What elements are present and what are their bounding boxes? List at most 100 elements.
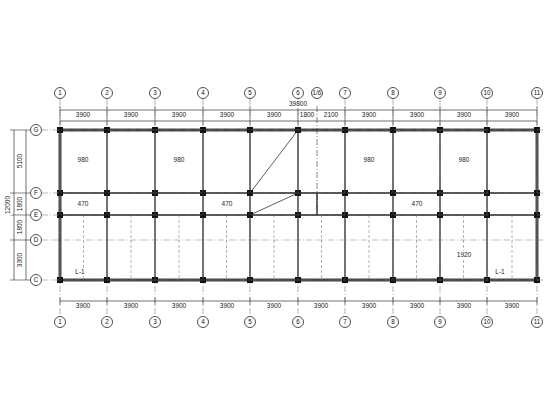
dimension: 1800 xyxy=(299,111,315,119)
axis-bubble: 2 xyxy=(101,316,113,328)
axis-label: 3 xyxy=(149,316,161,328)
axis-label: 6 xyxy=(292,87,304,99)
axis-line xyxy=(393,99,394,316)
axis-bubble: 3 xyxy=(149,87,161,99)
axis-label: 1 xyxy=(54,316,66,328)
dimension: 3900 xyxy=(361,111,377,119)
axis-line xyxy=(440,99,441,316)
axis-bubble: 4 xyxy=(197,316,209,328)
axis-label: 10 xyxy=(481,316,493,328)
dimension: 3900 xyxy=(75,111,91,119)
axis-bubble: 3 xyxy=(149,316,161,328)
plan-note: 980 xyxy=(77,156,90,164)
axis-label: 6 xyxy=(292,316,304,328)
dimension: 3900 xyxy=(123,111,139,119)
axis-label: D xyxy=(30,234,42,246)
axis-bubble: 5 xyxy=(244,316,256,328)
axis-bubble: 9 xyxy=(434,87,446,99)
axis-bubble: F xyxy=(30,187,42,199)
axis-label: 4 xyxy=(197,316,209,328)
dimension: 3900 xyxy=(171,302,187,310)
dimension: 3900 xyxy=(75,302,91,310)
axis-bubble: 2 xyxy=(101,87,113,99)
axis-bubble: 1 xyxy=(54,316,66,328)
plan-note: 470 xyxy=(221,200,234,208)
plan-note: 980 xyxy=(458,156,471,164)
walls-columns xyxy=(10,106,545,305)
axis-bubble: 10 xyxy=(481,87,493,99)
axis-bubble: 7 xyxy=(339,87,351,99)
axis-bubble: 5 xyxy=(244,87,256,99)
axis-line xyxy=(250,99,251,316)
axis-line xyxy=(345,99,346,316)
axis-label: 7 xyxy=(339,316,351,328)
dimension: 3900 xyxy=(313,302,329,310)
axis-label: 5 xyxy=(244,316,256,328)
dimension: 1800 xyxy=(16,219,24,235)
axis-bubble: 9 xyxy=(434,316,446,328)
dimension: 3900 xyxy=(123,302,139,310)
axis-bubble: C xyxy=(30,274,42,286)
dimension: 3900 xyxy=(409,111,425,119)
dimension: 3900 xyxy=(266,302,282,310)
axis-bubble: D xyxy=(30,234,42,246)
axis-label: 4 xyxy=(197,87,209,99)
plan-note: 470 xyxy=(411,200,424,208)
dimension: 3900 xyxy=(456,302,472,310)
dimension: 3900 xyxy=(219,302,235,310)
plan-note: L-1 xyxy=(74,268,85,276)
dimension: 1800 xyxy=(16,196,24,212)
axis-bubble: 7 xyxy=(339,316,351,328)
dimension: 3900 xyxy=(171,111,187,119)
dimension: 3900 xyxy=(456,111,472,119)
axis-label: 5 xyxy=(244,87,256,99)
axis-line xyxy=(537,99,538,316)
plan-note: 470 xyxy=(77,200,90,208)
dimension: 3900 xyxy=(504,302,520,310)
dimension: 2100 xyxy=(323,111,339,119)
axis-line xyxy=(155,99,156,316)
axis-bubble: 1/6 xyxy=(311,87,323,99)
plan-note: 1920 xyxy=(456,251,472,259)
axis-bubble: E xyxy=(30,209,42,221)
axis-label: 9 xyxy=(434,87,446,99)
axis-label: 2 xyxy=(101,87,113,99)
axis-label: E xyxy=(30,209,42,221)
axis-bubble: 11 xyxy=(531,316,543,328)
axis-label: 7 xyxy=(339,87,351,99)
dimension: 5100 xyxy=(16,153,24,169)
axis-line xyxy=(107,99,108,316)
axis-line xyxy=(298,99,299,316)
dimension: 39800 xyxy=(288,100,308,108)
dimension: 12000 xyxy=(4,195,12,215)
dimension: 3900 xyxy=(504,111,520,119)
axis-label: 1 xyxy=(54,87,66,99)
dimension: 3900 xyxy=(361,302,377,310)
axis-label: 11 xyxy=(531,87,543,99)
axis-label: 8 xyxy=(387,316,399,328)
axis-bubble: 6 xyxy=(292,87,304,99)
axis-bubble: 4 xyxy=(197,87,209,99)
axis-line xyxy=(60,99,61,316)
axis-line xyxy=(203,99,204,316)
dimension: 3900 xyxy=(409,302,425,310)
axis-label: 8 xyxy=(387,87,399,99)
axis-label: 3 xyxy=(149,87,161,99)
axis-bubble: 8 xyxy=(387,87,399,99)
axis-bubble: 6 xyxy=(292,316,304,328)
axis-bubble: 1 xyxy=(54,87,66,99)
axis-label: F xyxy=(30,187,42,199)
axis-label: G xyxy=(30,124,42,136)
dimension: 3300 xyxy=(16,252,24,268)
dimension: 3900 xyxy=(219,111,235,119)
axis-bubble: 10 xyxy=(481,316,493,328)
axis-bubble: 11 xyxy=(531,87,543,99)
axis-label: 9 xyxy=(434,316,446,328)
axis-label: 2 xyxy=(101,316,113,328)
axis-line xyxy=(487,99,488,316)
dimension: 3900 xyxy=(266,111,282,119)
plan-note: 980 xyxy=(363,156,376,164)
axis-label: C xyxy=(30,274,42,286)
